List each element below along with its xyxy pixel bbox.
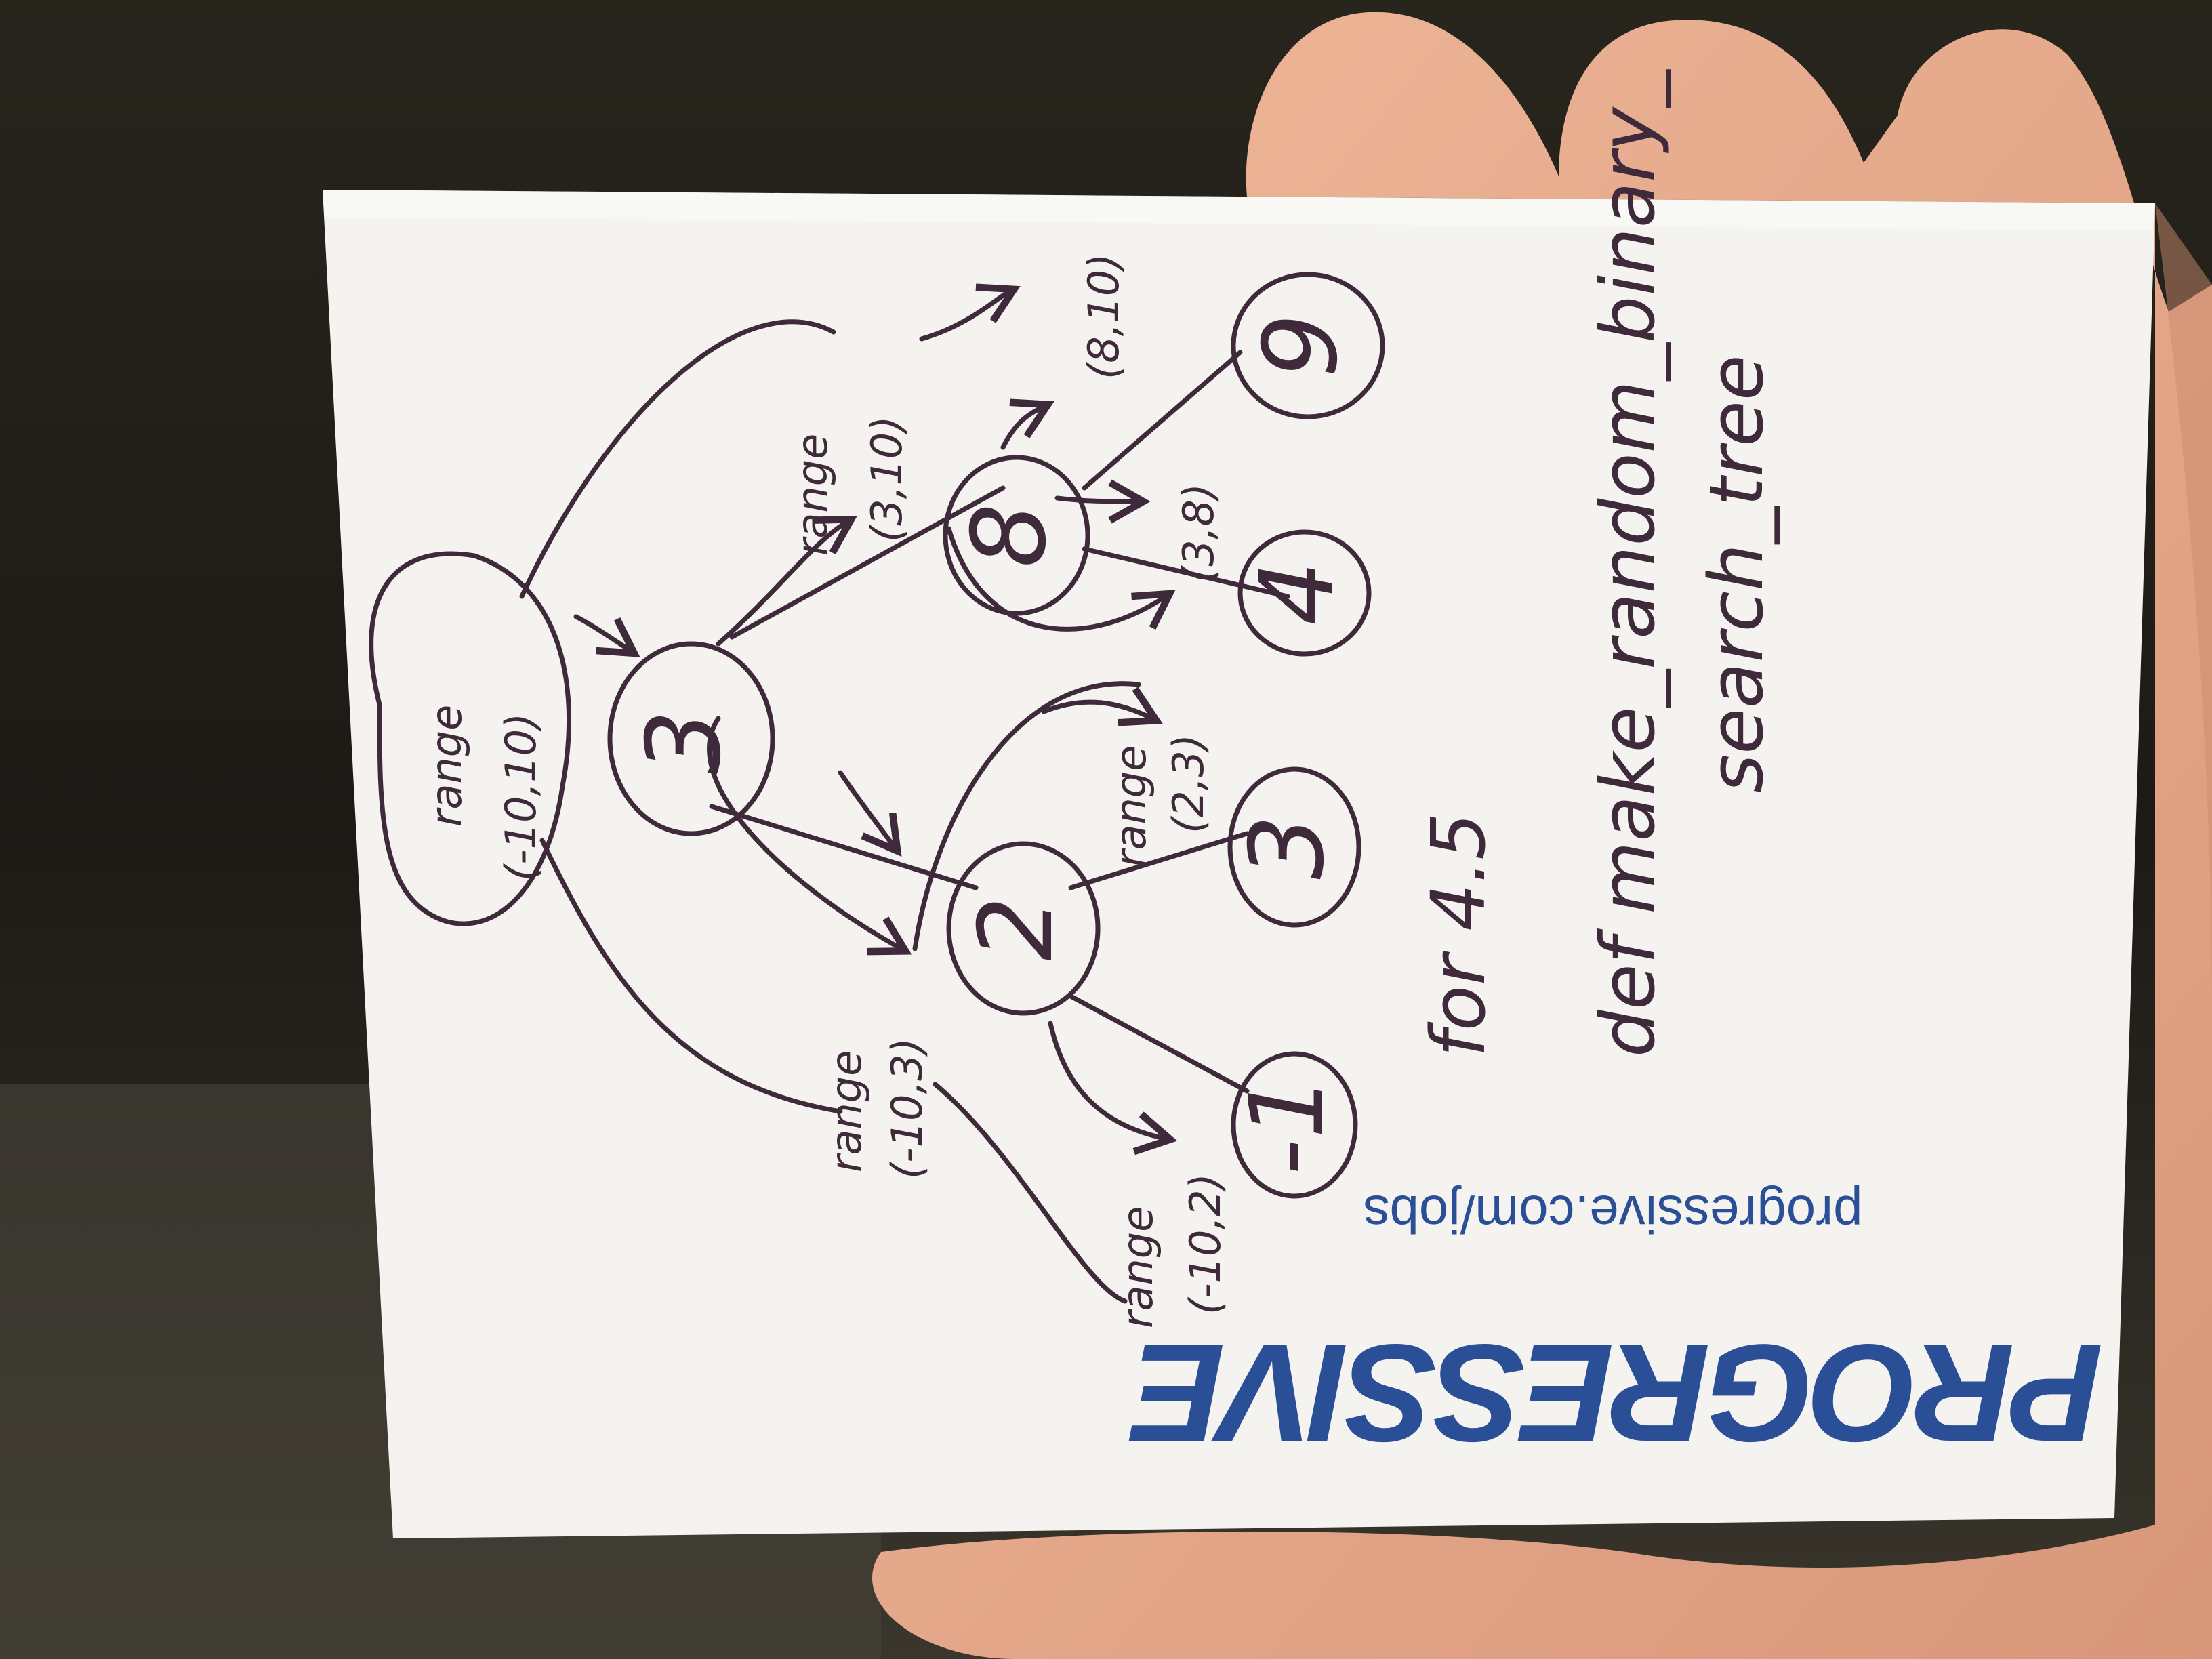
node-left-right-value: 3 [1229, 815, 1347, 879]
node-left-left: -1 [1229, 1051, 1358, 1199]
tree-edges [709, 350, 1290, 1094]
node-right-right-value: 9 [1242, 313, 1360, 377]
node-left: 2 [946, 841, 1101, 1016]
node-right-value: 8 [951, 503, 1069, 567]
left-range-bounds: (-10,3) [882, 1038, 932, 1179]
right-range-bounds: (3,10) [862, 416, 912, 542]
root-range-bounds: (-10,10) [496, 713, 546, 881]
note-search-tree: search_tree [1693, 354, 1780, 793]
hand [872, 12, 2212, 1659]
business-card [323, 190, 2155, 1538]
url-text: progressive.com/jobs [1364, 1185, 1863, 1244]
node-right-left-value: 4 [1239, 560, 1357, 625]
right-range-word: range [787, 434, 837, 556]
note-def: def make_random_binary_ [1584, 68, 1671, 1057]
node-left-left-value: -1 [1229, 1074, 1347, 1176]
progressive-logo: PROGRESSIVE [1129, 1315, 2104, 1471]
root-range-word: range [422, 705, 471, 827]
lr-range-bounds: (2,3) [1164, 734, 1213, 834]
rl-range-bounds: (3,8) [1174, 483, 1223, 583]
node-right-right: 9 [1231, 272, 1385, 419]
rr-range-bounds: (8,10) [1079, 253, 1128, 380]
node-right-left: 4 [1237, 529, 1372, 657]
ll-range-bounds: (-10,2) [1181, 1173, 1230, 1315]
range-labels: range (-10,10) range (-10,3) range (3,10… [422, 253, 1230, 1328]
tree-nodes: 3 2 8 -1 3 4 9 [607, 272, 1385, 1199]
node-right: 8 [943, 455, 1090, 616]
handwritten-notes: for 4.5 def make_random_binary_ search_t… [1415, 68, 1780, 1057]
node-left-value: 2 [958, 896, 1076, 960]
root-range-loop [369, 551, 571, 926]
ll-range-word: range [1113, 1206, 1162, 1328]
note-for: for 4.5 [1415, 813, 1502, 1057]
brand-wordmark: PROGRESSIVE [1129, 1315, 2104, 1471]
node-root: 3 [607, 641, 775, 836]
left-range-word: range [821, 1050, 871, 1172]
lr-range-word: range [1106, 745, 1155, 867]
range-arrows [519, 283, 1178, 1304]
jobs-url: progressive.com/jobs [1364, 1185, 1863, 1244]
node-left-right: 3 [1227, 766, 1361, 928]
node-root-value: 3 [626, 710, 743, 774]
